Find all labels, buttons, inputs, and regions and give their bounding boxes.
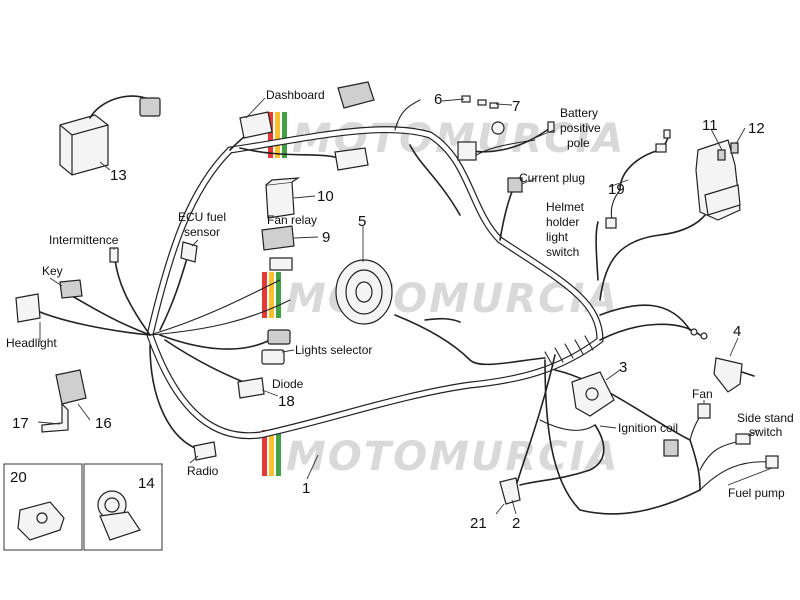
label-dashboard: Dashboard — [266, 88, 325, 102]
number-4: 4 — [733, 323, 741, 340]
number-9: 9 — [322, 229, 330, 246]
horn-5 — [335, 259, 393, 325]
label-side-stand-2: switch — [749, 425, 782, 439]
label-headlight: Headlight — [6, 336, 57, 350]
current-plug-part — [507, 177, 523, 193]
ecu-sensor-connector — [180, 241, 198, 263]
control-unit-13 — [59, 95, 161, 176]
labels: Dashboard Battery positive pole Current … — [6, 88, 794, 500]
label-key: Key — [42, 264, 63, 278]
number-21: 21 — [470, 515, 487, 532]
number-3: 3 — [619, 359, 627, 376]
label-diode: Diode — [272, 377, 304, 391]
watermark-stripe-red — [262, 430, 267, 476]
part-19-lead — [605, 129, 671, 229]
headlight-connector — [15, 293, 41, 323]
label-helmet-3: light — [546, 230, 569, 244]
label-ecu-1: ECU fuel — [178, 210, 226, 224]
number-14: 14 — [138, 475, 155, 492]
watermark-stripe-green — [276, 430, 281, 476]
watermark-middle: MOTOMURCIA — [262, 272, 619, 322]
watermark-bottom: MOTOMURCIA — [262, 430, 619, 480]
label-side-stand-1: Side stand — [737, 411, 794, 425]
main-harness — [39, 99, 771, 515]
radio-connector — [193, 441, 217, 461]
harness-tape-rings — [544, 335, 594, 367]
part-numbers: 1 2 3 4 5 6 7 9 10 11 12 13 14 16 17 18 … — [10, 91, 765, 532]
watermark-text: MOTOMURCIA — [286, 434, 619, 480]
relay-10 — [265, 177, 301, 219]
label-radio: Radio — [187, 464, 219, 478]
number-13: 13 — [110, 167, 127, 184]
inset-box-14 — [83, 463, 163, 551]
right-connectors — [663, 403, 779, 469]
intermittence-part — [109, 247, 119, 263]
terminals-6-7 — [461, 95, 499, 109]
label-battery-positive-pole-2: positive — [560, 121, 601, 135]
dashboard-connector — [239, 81, 375, 171]
watermark-stripe-yellow — [269, 272, 274, 318]
label-fan-relay: Fan relay — [267, 213, 317, 227]
label-fuel-pump: Fuel pump — [728, 486, 785, 500]
number-1: 1 — [302, 480, 310, 497]
number-19: 19 — [608, 181, 625, 198]
number-2: 2 — [512, 515, 520, 532]
number-16: 16 — [95, 415, 112, 432]
watermark-stripe-red — [268, 112, 273, 158]
number-20: 20 — [10, 469, 27, 486]
inset-box-20 — [3, 463, 83, 551]
label-helmet-2: holder — [546, 215, 579, 229]
watermark-stripe-yellow — [275, 112, 280, 158]
label-battery-positive-pole-1: Battery — [560, 106, 598, 120]
part-3 — [571, 371, 615, 417]
part-4 — [690, 328, 755, 393]
number-18: 18 — [278, 393, 295, 410]
number-11: 11 — [702, 117, 718, 134]
label-intermittence: Intermittence — [49, 233, 119, 247]
watermark-stripe-red — [262, 272, 267, 318]
number-6: 6 — [434, 91, 442, 108]
number-5: 5 — [358, 213, 366, 230]
fan-relay-9 — [261, 225, 295, 271]
watermark-stripe-yellow — [269, 430, 274, 476]
fuse-box-11-12 — [695, 139, 741, 221]
number-17: 17 — [12, 415, 29, 432]
key-connector — [59, 279, 83, 299]
label-fan: Fan — [692, 387, 713, 401]
label-ignition-coil: Ignition coil — [618, 421, 678, 435]
watermark-stripe-green — [276, 272, 281, 318]
watermark-text: MOTOMURCIA — [286, 276, 619, 322]
battery-positive-pole-part — [457, 121, 555, 161]
leader-lines — [37, 97, 773, 515]
diode-18 — [237, 377, 265, 399]
part-16-17 — [41, 369, 87, 433]
number-10: 10 — [317, 188, 334, 205]
label-ecu-2: sensor — [184, 225, 220, 239]
number-12: 12 — [748, 120, 765, 137]
lights-selector-part — [261, 329, 291, 365]
watermark-stripe-green — [282, 112, 287, 158]
number-7: 7 — [512, 98, 520, 115]
ignition-coil-lead — [499, 424, 605, 505]
label-lights-selector: Lights selector — [295, 343, 372, 357]
label-helmet-1: Helmet — [546, 200, 585, 214]
label-battery-positive-pole-3: pole — [567, 136, 590, 150]
label-helmet-4: switch — [546, 245, 579, 259]
label-current-plug: Current plug — [519, 171, 585, 185]
